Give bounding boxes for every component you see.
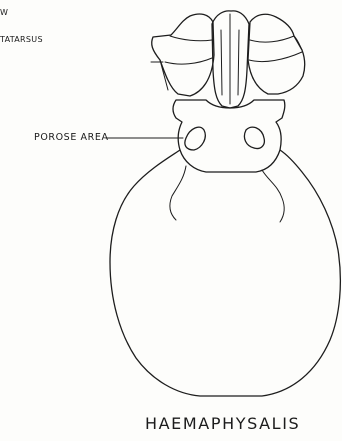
left-palp-article-1 [170, 36, 212, 41]
right-palp-article-1 [250, 36, 294, 42]
left-palp-article-2 [165, 58, 212, 64]
scutum-outline [110, 150, 340, 396]
basis-capituli [173, 100, 285, 172]
left-palp-edge [160, 60, 168, 90]
hypostome-inner-right [238, 30, 239, 95]
left-palp [152, 14, 214, 96]
porose-area-left [185, 127, 205, 150]
hypostome-inner-left [221, 30, 222, 95]
porose-area-label: POROSE AREA [34, 132, 109, 143]
claw-label-partial: W [0, 8, 8, 17]
porose-area-right [244, 127, 264, 148]
right-palp-article-2 [249, 52, 302, 62]
cervical-groove-left [170, 166, 186, 220]
cervical-groove-right [262, 170, 284, 222]
genus-caption: HAEMAPHYSALIS [145, 414, 300, 433]
metatarsus-label-partial: TATARSUS [0, 35, 43, 44]
